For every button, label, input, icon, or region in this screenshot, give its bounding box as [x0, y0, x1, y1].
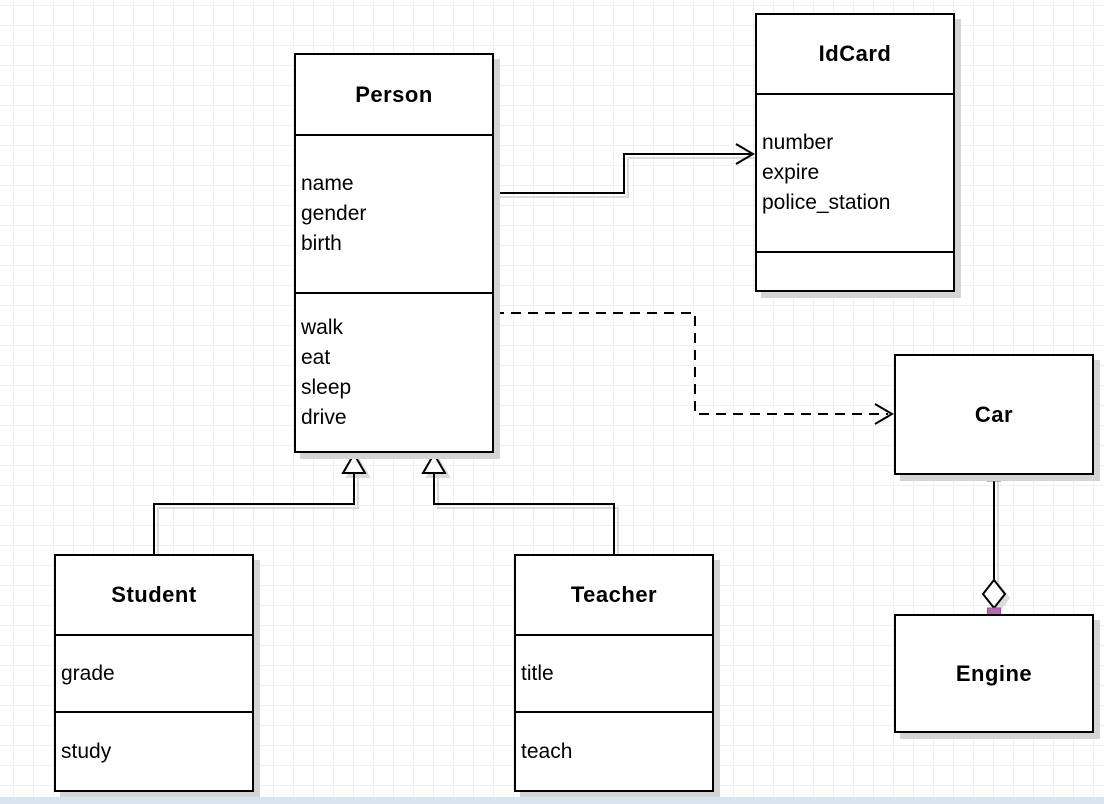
class-engine[interactable]: Engine — [894, 614, 1094, 733]
class-student-attributes: grade — [56, 636, 252, 713]
class-student[interactable]: Student grade study — [54, 554, 254, 792]
method-item: study — [61, 739, 112, 763]
attribute-item: title — [521, 661, 554, 685]
class-person-attributes: name gender birth — [296, 136, 492, 294]
generalization-line[interactable] — [153, 473, 355, 554]
method-item: drive — [301, 405, 347, 429]
class-idcard-title: IdCard — [757, 15, 953, 95]
horizontal-scrollbar-track[interactable] — [0, 797, 1104, 804]
dependency-line[interactable] — [494, 312, 888, 415]
attribute-item: grade — [61, 661, 115, 685]
association-line[interactable] — [494, 153, 751, 194]
aggregation-car-engine[interactable] — [981, 467, 1007, 622]
class-person-title: Person — [296, 55, 492, 136]
class-person-methods: walk eat sleep drive — [296, 294, 492, 451]
method-item: eat — [301, 345, 331, 369]
open-arrowhead-icon — [874, 403, 894, 425]
attribute-item: number — [762, 131, 834, 154]
class-idcard[interactable]: IdCard number expire police_station — [755, 13, 955, 292]
attribute-item: expire — [762, 161, 820, 184]
method-item: walk — [301, 315, 344, 339]
generalization-student-person[interactable] — [153, 452, 367, 554]
dependency-person-car[interactable] — [494, 312, 894, 425]
attribute-item: gender — [301, 202, 367, 225]
method-item: sleep — [301, 375, 352, 399]
generalization-teacher-person[interactable] — [421, 452, 615, 554]
class-car-title: Car — [974, 401, 1014, 427]
method-item: teach — [521, 739, 573, 763]
hollow-triangle-arrowhead-icon — [341, 452, 367, 474]
class-teacher-attributes: title — [516, 636, 712, 713]
attribute-item: name — [301, 172, 354, 195]
class-student-methods: study — [56, 713, 252, 790]
class-teacher[interactable]: Teacher title teach — [514, 554, 714, 792]
class-person[interactable]: Person name gender birth walk eat sleep … — [294, 53, 494, 453]
class-car[interactable]: Car — [894, 354, 1094, 475]
class-idcard-attributes: number expire police_station — [757, 95, 953, 253]
attribute-item: birth — [301, 232, 342, 255]
class-student-title: Student — [56, 556, 252, 636]
class-engine-title: Engine — [955, 660, 1033, 686]
class-teacher-methods: teach — [516, 713, 712, 790]
hollow-triangle-arrowhead-icon — [421, 452, 447, 474]
class-teacher-title: Teacher — [516, 556, 712, 636]
open-arrowhead-icon — [735, 143, 755, 165]
attribute-item: police_station — [762, 191, 891, 214]
association-person-idcard[interactable] — [494, 143, 755, 194]
class-idcard-methods — [757, 253, 953, 290]
generalization-line[interactable] — [433, 473, 615, 554]
